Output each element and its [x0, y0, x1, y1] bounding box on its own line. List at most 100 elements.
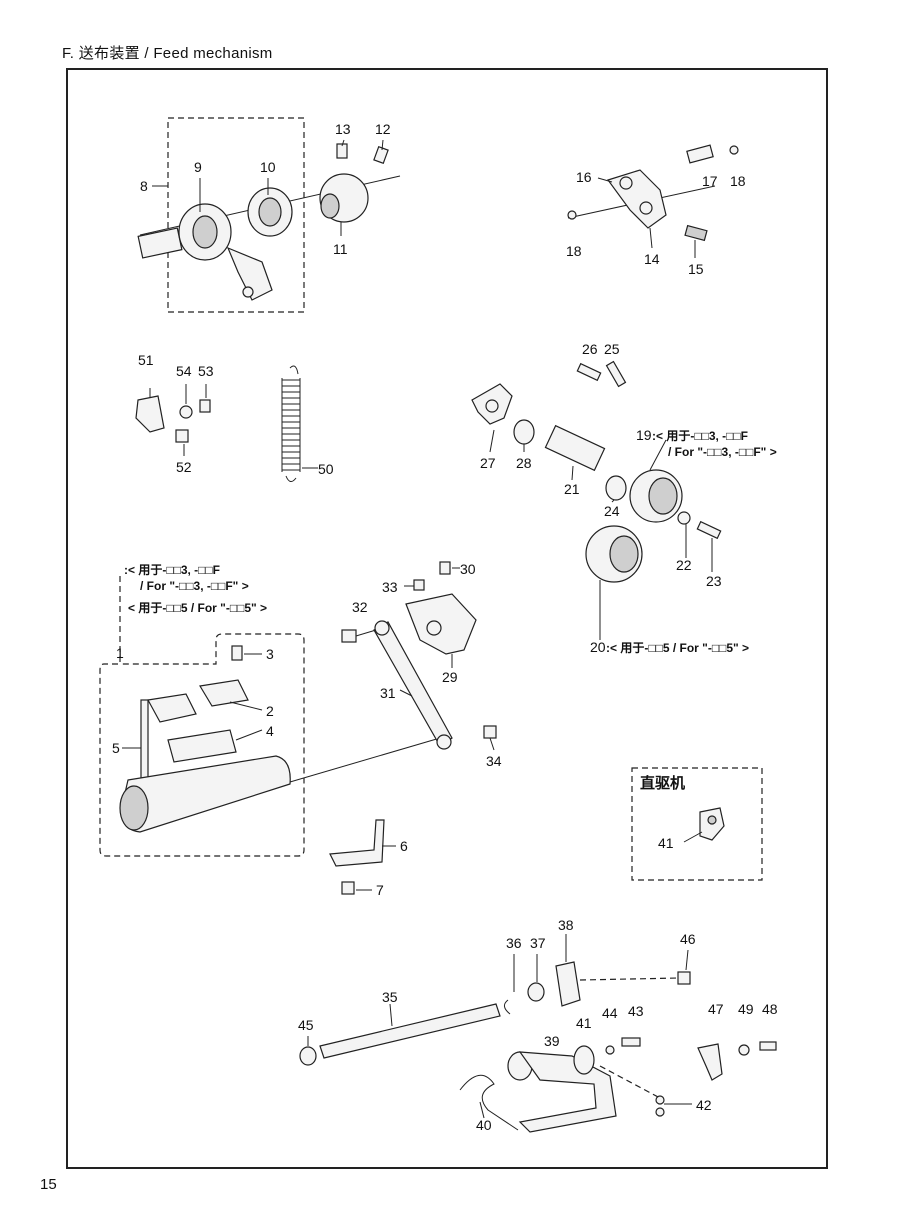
screw-43	[621, 1037, 641, 1047]
callout-4: 4	[266, 723, 274, 739]
callout-1: 1	[116, 645, 124, 661]
callout-42: 42	[696, 1097, 712, 1113]
callout-30: 30	[460, 561, 476, 577]
callout-35: 35	[382, 989, 398, 1005]
callout-41a: 41	[658, 835, 674, 851]
washer-37	[527, 982, 545, 1002]
block-29	[405, 593, 477, 655]
block-4	[167, 729, 237, 763]
screw-15	[684, 224, 708, 242]
callout-10: 10	[260, 159, 276, 175]
variant-notes: :< 用于-□□3, -□□F / For "-□□3, -□□F" > :< …	[124, 429, 777, 792]
page-title: F. 送布装置 / Feed mechanism	[62, 45, 273, 62]
callout-46: 46	[680, 931, 696, 947]
callout-11: 11	[333, 241, 348, 257]
ring-24	[605, 475, 627, 501]
callout-32: 32	[352, 599, 368, 615]
callout-38: 38	[558, 917, 574, 933]
screw-12	[373, 145, 389, 165]
pin-25	[605, 360, 627, 388]
washer-44	[605, 1045, 615, 1055]
callout-18a: 18	[730, 173, 746, 189]
callout-41b: 41	[576, 1015, 592, 1031]
washer-49	[738, 1044, 750, 1056]
screw-48	[759, 1041, 777, 1051]
screw-34	[483, 725, 497, 739]
screw-7	[341, 881, 355, 895]
callout-labels: 1 2 3 4 5 6 7 8 9 10 11 12 13 14 15 16 1…	[112, 121, 778, 1133]
note-20: :< 用于-□□5 / For "-□□5" >	[606, 641, 749, 655]
callout-23: 23	[706, 573, 722, 589]
bracket-47	[697, 1043, 723, 1081]
spring-40	[459, 1074, 519, 1131]
callout-12: 12	[375, 121, 391, 137]
note-1-line2: / For "-□□3, -□□F" >	[140, 579, 249, 593]
part-group-6	[329, 819, 396, 895]
callout-26: 26	[582, 341, 598, 357]
bushing-45	[299, 1046, 317, 1066]
callout-37: 37	[530, 935, 546, 951]
callout-44: 44	[602, 1005, 618, 1021]
callout-47: 47	[708, 1001, 724, 1017]
callout-49: 49	[738, 1001, 754, 1017]
screw-30	[439, 561, 451, 575]
spring-26	[576, 362, 602, 382]
callout-40: 40	[476, 1117, 492, 1133]
callout-19: 19	[636, 427, 652, 443]
screw-13	[336, 143, 348, 159]
callout-2: 2	[266, 703, 274, 719]
callout-13: 13	[335, 121, 351, 137]
shaft-21	[544, 424, 606, 472]
callout-27: 27	[480, 455, 496, 471]
screw-23	[696, 520, 722, 540]
screw-46	[677, 971, 691, 985]
callout-54: 54	[176, 363, 192, 379]
callout-34: 34	[486, 753, 502, 769]
callout-52: 52	[176, 459, 192, 475]
callout-33: 33	[382, 579, 398, 595]
lever-14	[607, 169, 667, 229]
note-1-line1: :< 用于-□□3, -□□F	[124, 563, 220, 577]
plate-2a	[147, 693, 197, 723]
screw-53	[199, 399, 211, 413]
pin-5	[140, 699, 149, 781]
ring-42b	[655, 1107, 665, 1117]
callout-17: 17	[702, 173, 718, 189]
plate-41b	[573, 1045, 595, 1075]
screw-32	[341, 629, 357, 643]
ring-42a	[655, 1095, 665, 1105]
note-19-line2: / For "-□□3, -□□F" >	[668, 445, 777, 459]
arm-39	[518, 1051, 617, 1133]
callout-8: 8	[140, 178, 148, 194]
bracket-51	[135, 395, 165, 433]
callout-28: 28	[516, 455, 532, 471]
callout-50: 50	[318, 461, 334, 477]
callout-45: 45	[298, 1017, 314, 1033]
nut-22	[677, 511, 691, 525]
callout-18b: 18	[566, 243, 582, 259]
callout-9: 9	[194, 159, 202, 175]
direct-drive-label: 直驱机	[640, 774, 685, 792]
callout-43: 43	[628, 1003, 644, 1019]
callout-25: 25	[604, 341, 620, 357]
callout-7: 7	[376, 882, 384, 898]
ring-36	[504, 999, 511, 1015]
callout-6: 6	[400, 838, 408, 854]
callout-14: 14	[644, 251, 660, 267]
page-number: 15	[40, 1176, 57, 1193]
callout-16: 16	[576, 169, 592, 185]
part-group-35	[299, 934, 777, 1133]
part-group-19	[471, 360, 722, 640]
callout-3: 3	[266, 646, 274, 662]
spring-28	[513, 419, 535, 445]
plate-38	[555, 961, 581, 1007]
direct-drive-group	[631, 767, 763, 881]
part-group-8	[137, 117, 401, 313]
callout-31: 31	[380, 685, 396, 701]
note-1-line3: < 用于-□□5 / For "-□□5" >	[128, 601, 267, 615]
callout-29: 29	[442, 669, 458, 685]
nut-33	[413, 579, 425, 591]
screw-3	[231, 645, 243, 661]
callout-5: 5	[112, 740, 120, 756]
